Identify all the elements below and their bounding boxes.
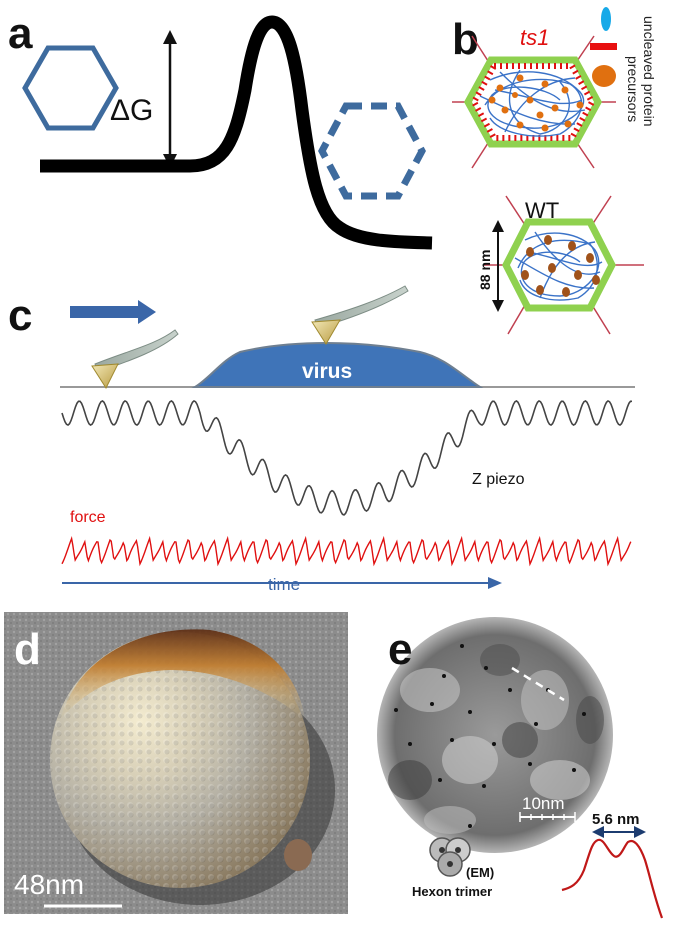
panel-e: 10nm e (EM) Hexon trimer 5.6 nm	[377, 617, 664, 919]
virus-label: virus	[302, 360, 352, 383]
hexon-trimer-image	[429, 837, 471, 877]
afm-virus-top-shading	[60, 629, 305, 720]
virus-profile	[191, 342, 484, 388]
peak-distance-label: 5.6 nm	[592, 811, 640, 828]
afm-scale-label: 48nm	[14, 869, 84, 900]
delta-g-arrow-head-top	[163, 30, 177, 44]
z-piezo-label: Z piezo	[472, 471, 525, 488]
panel-e-label: e	[388, 625, 412, 674]
fiber-precursor-marker	[601, 7, 611, 31]
height-profile-curve	[561, 838, 664, 919]
panel-b: b ts1 uncleaved protein precursors	[452, 7, 657, 335]
panel-d-label: d	[14, 625, 41, 674]
afm-debris	[284, 839, 312, 871]
em-density-blobs	[388, 644, 604, 834]
peak-arrow-head-right	[634, 826, 646, 838]
panel-a: a ΔG	[8, 9, 433, 250]
energy-barrier-curve	[40, 15, 433, 250]
z-piezo-trace	[61, 400, 632, 516]
wt-capsid	[484, 195, 644, 335]
size-label: 88 nm	[477, 250, 493, 290]
force-label: force	[70, 509, 106, 526]
disrupted-capsid-hexagon	[318, 102, 426, 200]
delta-g-label: ΔG	[110, 94, 153, 127]
panel-d: d 48nm	[4, 612, 348, 914]
time-label: time	[268, 575, 300, 594]
panel-c: c virus Z piezo force time	[8, 285, 635, 594]
profile-line	[511, 666, 565, 702]
afm-virus-texture	[50, 632, 310, 888]
size-arrow-head-top	[492, 220, 504, 232]
force-trace	[61, 535, 632, 567]
protein-precursor-bar	[590, 43, 617, 50]
precursor-label-line2: precursors	[625, 56, 641, 122]
precursor-label-line1: uncleaved protein	[641, 16, 657, 127]
panel-c-label: c	[8, 291, 32, 340]
hexon-dots	[394, 644, 586, 828]
afm-tip-left	[91, 329, 179, 390]
em-label: (EM)	[466, 865, 494, 880]
em-scale-label: 10nm	[522, 794, 565, 813]
panel-a-label: a	[8, 9, 33, 58]
ts1-label: ts1	[520, 25, 549, 50]
scan-direction-arrow	[70, 300, 156, 324]
core-precursor-marker	[592, 65, 616, 87]
hexon-trimer-label: Hexon trimer	[412, 884, 492, 899]
afm-tip-on-virus	[311, 285, 409, 345]
intact-capsid-hexagon	[22, 45, 119, 131]
time-arrow-head	[488, 577, 502, 589]
peak-arrow-head-left	[592, 826, 604, 838]
ts1-capsid	[452, 35, 616, 169]
em-scale-ticks	[519, 812, 576, 822]
size-arrow-head-bottom	[492, 300, 504, 312]
